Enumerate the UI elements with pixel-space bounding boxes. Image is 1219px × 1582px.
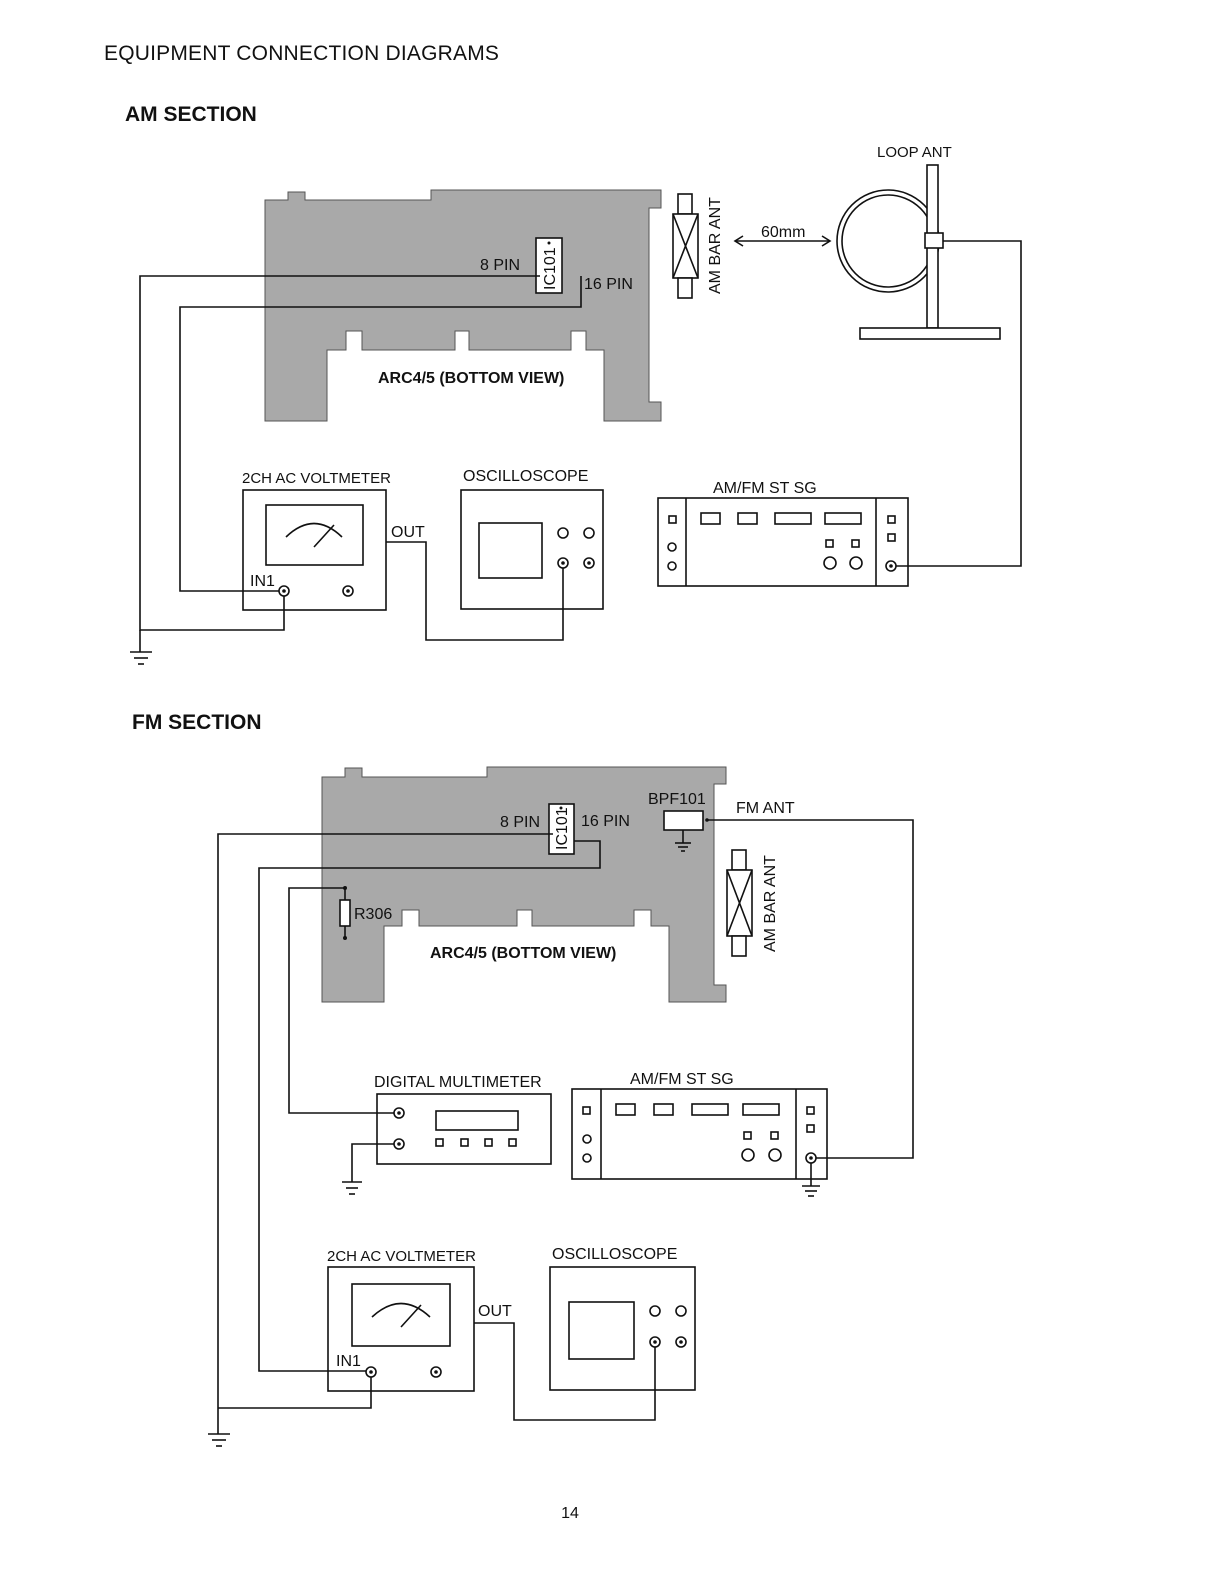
sg-ground-symbol — [802, 1185, 820, 1197]
am-voltmeter-in-label: IN1 — [250, 573, 275, 590]
fm-sg-label: AM/FM ST SG — [630, 1071, 734, 1088]
am-oscilloscope — [460, 489, 604, 610]
am-bar-antenna-label: AM BAR ANT — [707, 197, 724, 294]
distance-label: 60mm — [761, 224, 805, 241]
am-oscilloscope-label: OSCILLOSCOPE — [463, 468, 588, 485]
fm-voltmeter-out-label: OUT — [478, 1303, 512, 1320]
fm-section-title: FM SECTION — [132, 711, 262, 734]
fm-ground-symbol — [208, 1433, 230, 1447]
am-voltmeter — [242, 489, 387, 611]
loop-antenna-label: LOOP ANT — [877, 144, 952, 161]
fm-signal-generator — [571, 1088, 828, 1180]
am-voltmeter-label: 2CH AC VOLTMETER — [242, 470, 391, 487]
page-number: 14 — [561, 1505, 579, 1522]
fm-oscilloscope-label: OSCILLOSCOPE — [552, 1246, 677, 1263]
fm-wiring — [217, 819, 914, 1434]
am-pin16-label: 16 PIN — [584, 276, 633, 293]
multimeter-label: DIGITAL MULTIMETER — [374, 1074, 542, 1091]
fm-am-bar-antenna-label: AM BAR ANT — [762, 855, 779, 952]
fm-voltmeter — [327, 1266, 475, 1392]
r306-resistor — [339, 886, 351, 940]
fm-pin8-label: 8 PIN — [500, 814, 540, 831]
bpf101 — [663, 810, 709, 852]
am-ground-symbol — [130, 651, 152, 665]
fm-voltmeter-label: 2CH AC VOLTMETER — [327, 1248, 476, 1265]
am-section-title: AM SECTION — [125, 103, 257, 126]
r306-label: R306 — [354, 906, 392, 923]
am-board-label: ARC4/5 (BOTTOM VIEW) — [378, 370, 564, 387]
digital-multimeter — [376, 1093, 552, 1165]
loop-antenna — [836, 164, 1001, 340]
page-title: EQUIPMENT CONNECTION DIAGRAMS — [104, 42, 500, 65]
am-ic101 — [535, 237, 563, 294]
bpf101-label: BPF101 — [648, 791, 706, 808]
fm-pcb-board — [321, 766, 727, 1003]
fm-antenna-label: FM ANT — [736, 800, 795, 817]
am-pin8-label: 8 PIN — [480, 257, 520, 274]
am-bar-antenna — [672, 193, 699, 299]
fm-voltmeter-in-label: IN1 — [336, 1353, 361, 1370]
fm-ic101 — [548, 803, 575, 855]
fm-ic101-label: IC101 — [554, 807, 571, 850]
fm-board-label: ARC4/5 (BOTTOM VIEW) — [430, 945, 616, 962]
fm-oscilloscope — [549, 1266, 696, 1391]
am-sg-label: AM/FM ST SG — [713, 480, 817, 497]
multimeter-ground-symbol — [342, 1181, 362, 1195]
distance-arrow — [733, 235, 832, 247]
am-ic101-label: IC101 — [542, 247, 559, 290]
am-voltmeter-out-label: OUT — [391, 524, 425, 541]
fm-am-bar-antenna — [726, 849, 753, 957]
fm-pin16-label: 16 PIN — [581, 813, 630, 830]
am-signal-generator — [657, 497, 909, 587]
am-wiring — [139, 240, 1022, 652]
